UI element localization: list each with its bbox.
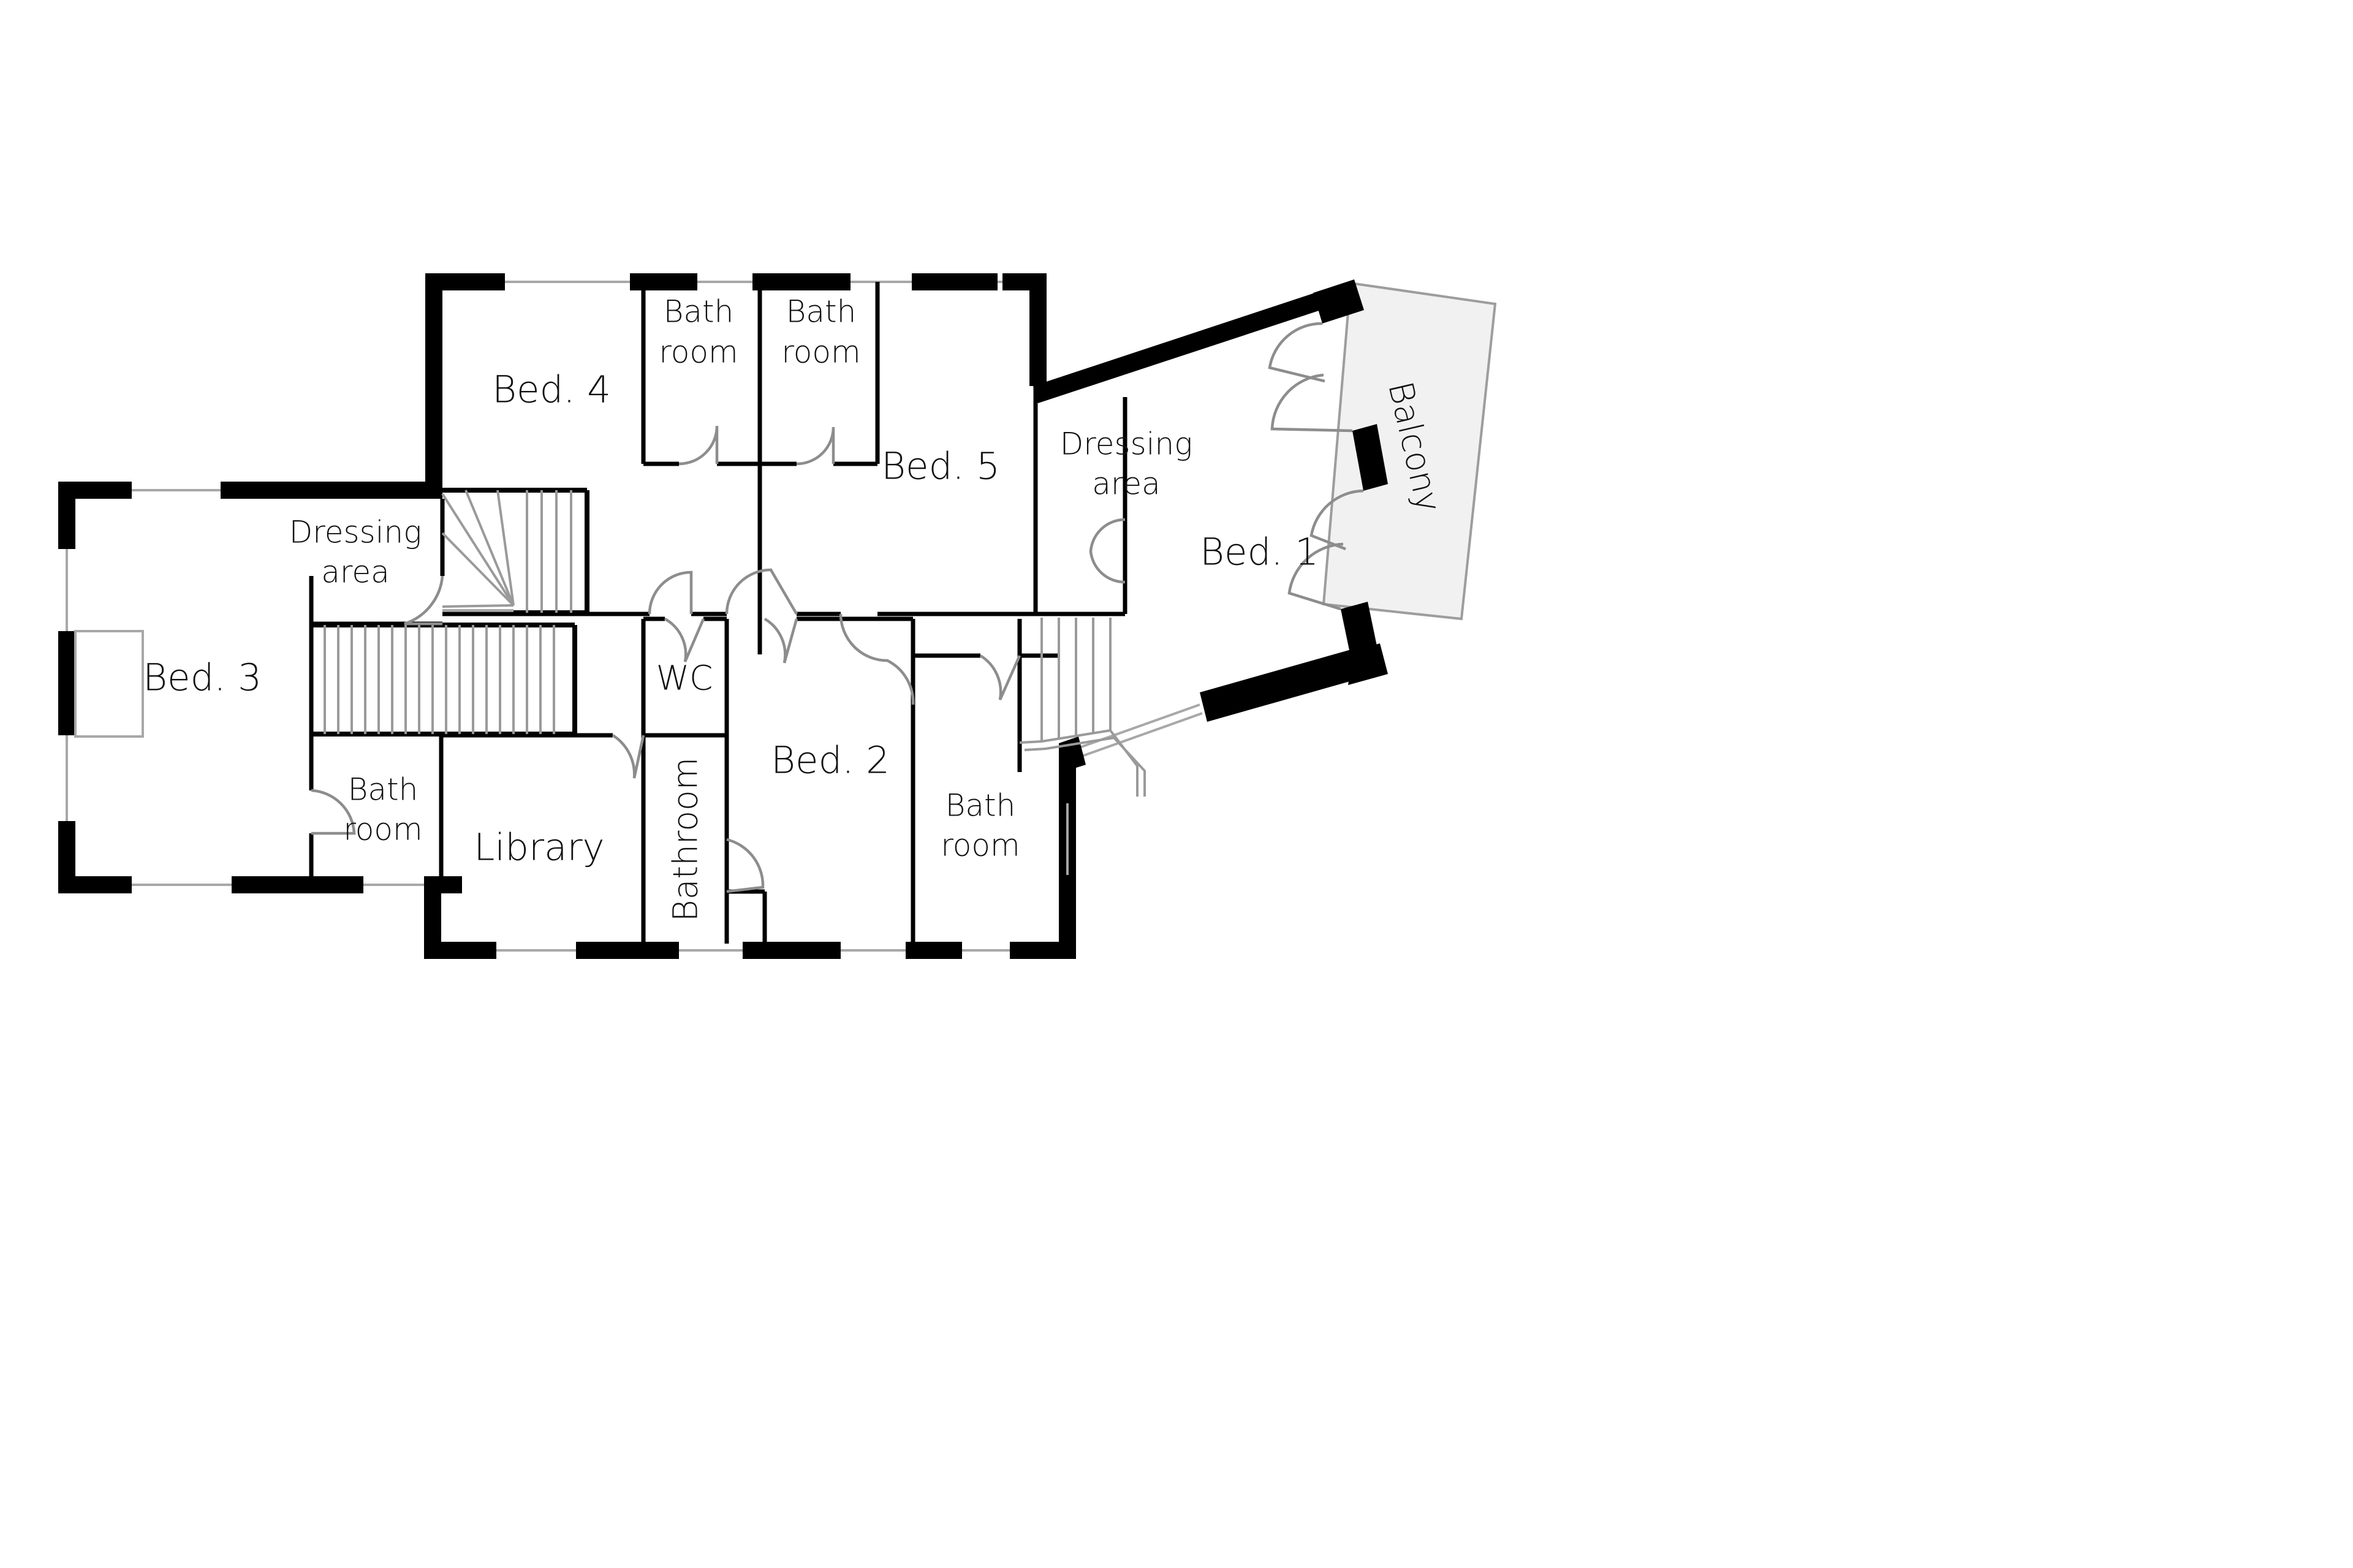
partition-bathroom-west [309,735,444,877]
svg-text:Bath: Bath [945,788,1016,824]
staircase-main-left [311,623,577,737]
exterior-wall-lower-right [1059,743,1076,959]
room-label-library: Library [474,826,604,869]
partition-bed2-right [797,616,915,944]
staircase-upper-left [441,488,589,615]
partition-wc [641,616,729,738]
room-label-bath-west: Bath room [343,772,422,847]
room-labels: Bed. 4 Bath room Bath room Bed. 5 Dressi… [143,294,1449,922]
svg-text:Dressing: Dressing [1060,426,1192,462]
exterior-wall-top [425,273,1047,290]
partition-bathroom-upper-b [757,282,880,654]
exterior-wall-bed3-bottom [58,876,462,893]
room-label-bathroom-vertical: Bathroom [665,757,705,922]
room-label-bath-a: Bath room [659,294,738,370]
room-label-bed4: Bed. 4 [492,368,611,412]
room-label-wc: WC [656,658,713,697]
bed3-window-alcove [74,630,144,738]
exterior-wall-upper-left [425,273,442,485]
exterior-wall-bed3-left [58,482,75,893]
room-label-bed5: Bed. 5 [881,445,1000,488]
svg-text:area: area [321,555,390,590]
svg-text:area: area [1092,466,1161,502]
partition-bed5-dressing [877,386,1127,616]
svg-text:Bath: Bath [786,294,857,330]
balcony-slab [1322,281,1497,621]
room-label-bed2: Bed. 2 [771,739,890,782]
exterior-wall-angled-upper [1029,279,1364,403]
svg-text:room: room [781,335,860,370]
partition-bathroom-upper-a [641,282,760,466]
room-label-bed3: Bed. 3 [143,656,262,700]
exterior-wall-upper-right [1029,273,1047,368]
partition-bathroom-vertical [724,735,767,944]
staircase-east [1019,618,1146,797]
svg-text:Bath: Bath [664,294,734,330]
room-label-bath-b: Bath room [781,294,860,370]
exterior-wall-bottom [424,942,1076,959]
svg-text:Bath: Bath [348,772,419,808]
room-label-bed1: Bed. 1 [1200,531,1319,574]
svg-text:room: room [941,828,1020,863]
room-label-dressing-east: Dressing area [1060,426,1192,502]
svg-text:room: room [343,812,422,847]
exterior-wall-bed3-top [58,482,442,499]
door-swings [311,322,1364,893]
svg-text:room: room [659,335,738,370]
exterior-wall-angled-lower [1059,602,1388,771]
svg-text:Dressing: Dressing [289,515,422,550]
room-label-bath-south: Bath room [941,788,1020,863]
room-label-dressing-west: Dressing area [289,515,422,590]
exterior-wall-balcony-mid-pier [1352,424,1388,491]
